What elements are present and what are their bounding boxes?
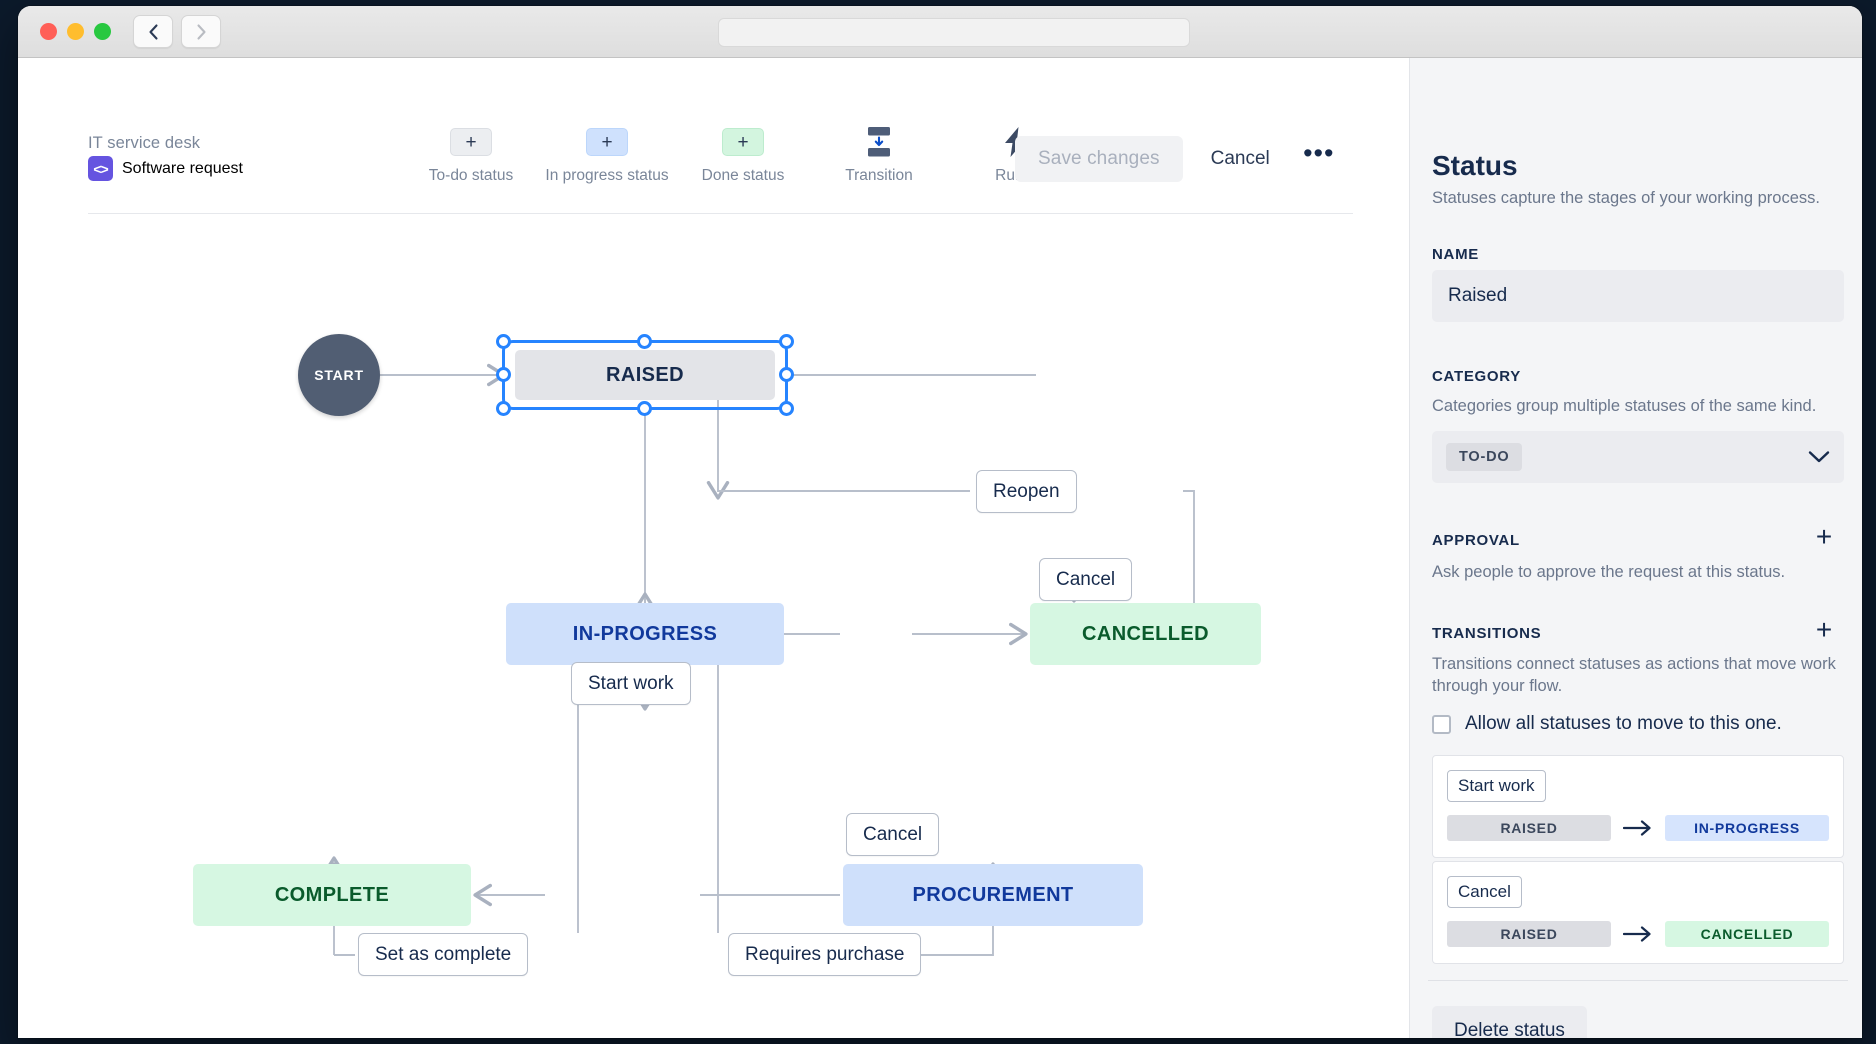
save-changes-button[interactable]: Save changes [1015,136,1183,182]
code-brackets-icon: <> [88,156,113,181]
workflow-editor: IT service desk <> Software request + To… [18,58,1409,1038]
tool-label: In progress status [545,167,669,184]
status-node-in-progress[interactable]: IN-PROGRESS [506,603,784,665]
transition-label-set-as-complete[interactable]: Set as complete [358,933,529,976]
tool-todo-status[interactable]: + To-do status [403,128,539,185]
transition-label-cancel-from-raised[interactable]: Cancel [1039,558,1133,601]
approval-label: APPROVAL [1432,532,1520,549]
traffic-lights [40,23,111,40]
header-actions: Save changes Cancel ••• [1015,136,1340,182]
selection-frame-raised[interactable] [496,334,794,416]
breadcrumb[interactable]: IT service desk [88,134,201,152]
panel-subtitle: Statuses capture the stages of your work… [1432,189,1820,207]
allow-all-statuses-row[interactable]: Allow all statuses to move to this one. [1432,713,1782,735]
chevron-right-icon [196,23,206,40]
transition-flow: RAISED IN-PROGRESS [1447,815,1829,841]
approval-description: Ask people to approve the request at thi… [1432,563,1786,581]
maximize-window-icon[interactable] [94,23,111,40]
status-toolbar: + To-do status + In progress status + Do… [403,127,1083,185]
more-options-icon[interactable]: ••• [1298,138,1340,180]
page-title-text: Software request [122,159,243,177]
add-transition-button[interactable]: + [1808,614,1840,646]
resize-handle-bc[interactable] [637,401,652,416]
transition-icon [858,127,900,157]
transition-flow: RAISED CANCELLED [1447,921,1829,947]
chevron-down-icon [1808,450,1830,464]
transition-to-status: IN-PROGRESS [1665,815,1829,841]
nav-buttons [133,15,221,48]
plus-icon: + [586,128,628,156]
resize-handle-mr[interactable] [779,367,794,382]
back-button[interactable] [133,15,173,48]
status-node-raised[interactable]: RAISED [515,350,775,400]
tool-in-progress-status[interactable]: + In progress status [539,128,675,185]
app-body: IT service desk <> Software request + To… [18,58,1862,1038]
category-description: Categories group multiple statuses of th… [1432,397,1817,415]
transitions-label: TRANSITIONS [1432,625,1542,642]
status-node-cancelled[interactable]: CANCELLED [1030,603,1261,665]
category-select[interactable]: TO-DO [1432,431,1844,483]
resize-handle-bl[interactable] [496,401,511,416]
transition-name[interactable]: Start work [1447,770,1546,802]
workflow-canvas[interactable]: START RAISED IN-PROGRESS CANCEL [18,218,1409,1038]
transition-from-status: RAISED [1447,815,1611,841]
status-node-complete[interactable]: COMPLETE [193,864,471,926]
transition-name[interactable]: Cancel [1447,876,1522,908]
close-window-icon[interactable] [40,23,57,40]
status-node-procurement[interactable]: PROCUREMENT [843,864,1143,926]
resize-handle-br[interactable] [779,401,794,416]
transition-card[interactable]: Start work RAISED IN-PROGRESS [1432,755,1844,858]
chevron-left-icon [148,23,158,40]
plus-icon: + [450,128,492,156]
forward-button[interactable] [181,15,221,48]
resize-handle-tr[interactable] [779,334,794,349]
transition-label-start-work[interactable]: Start work [571,662,691,705]
transition-label-reopen[interactable]: Reopen [976,470,1077,513]
start-node[interactable]: START [298,334,380,416]
transition-label-requires-purchase[interactable]: Requires purchase [728,933,922,976]
plus-icon: + [722,128,764,156]
minimize-window-icon[interactable] [67,23,84,40]
panel-divider [1428,980,1848,981]
resize-handle-tc[interactable] [637,334,652,349]
status-detail-panel: Status Statuses capture the stages of yo… [1409,58,1862,1038]
add-approval-button[interactable]: + [1808,521,1840,553]
cancel-button[interactable]: Cancel [1197,136,1284,182]
category-value: TO-DO [1446,443,1523,471]
tool-label: Done status [701,167,785,184]
resize-handle-tl[interactable] [496,334,511,349]
allow-all-checkbox[interactable] [1432,714,1451,734]
editor-header: IT service desk <> Software request + To… [18,58,1409,214]
category-label: CATEGORY [1432,368,1521,385]
delete-status-button[interactable]: Delete status [1432,1006,1587,1038]
arrow-right-icon [1623,926,1653,942]
browser-window: IT service desk <> Software request + To… [18,6,1862,1038]
page-title: <> Software request [88,156,243,181]
name-label: NAME [1432,246,1479,263]
tool-label: To-do status [428,167,514,184]
status-name-input[interactable] [1432,270,1844,322]
resize-handle-ml[interactable] [496,367,511,382]
transitions-description: Transitions connect statuses as actions … [1432,655,1836,696]
allow-all-label: Allow all statuses to move to this one. [1465,713,1782,734]
transition-card[interactable]: Cancel RAISED CANCELLED [1432,861,1844,964]
transition-from-status: RAISED [1447,921,1611,947]
panel-title: Status [1432,150,1518,181]
header-divider [88,213,1353,214]
tool-transition[interactable]: Transition [811,127,947,185]
transition-to-status: CANCELLED [1665,921,1829,947]
tool-done-status[interactable]: + Done status [675,128,811,185]
arrow-right-icon [1623,820,1653,836]
window-titlebar [18,6,1862,58]
transition-label-cancel-from-in-progress[interactable]: Cancel [846,813,940,856]
url-bar[interactable] [718,18,1190,47]
tool-label: Transition [845,167,913,184]
